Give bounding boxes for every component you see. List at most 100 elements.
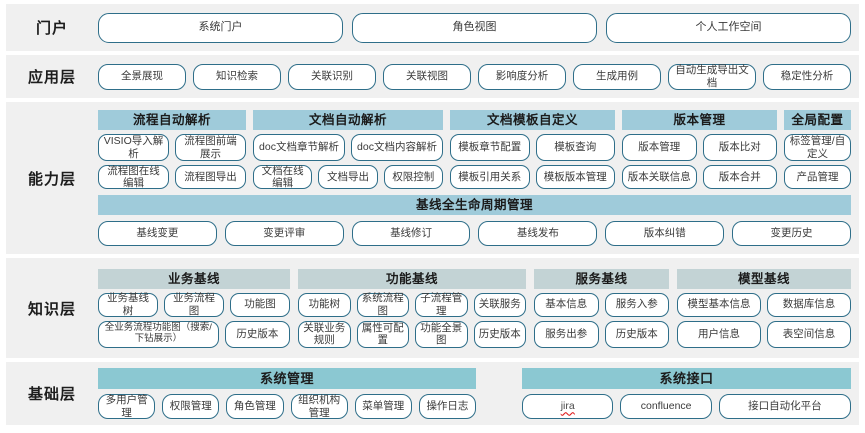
portal-item-workspace[interactable]: 个人工作空间 bbox=[606, 12, 851, 43]
base-permission-mgmt[interactable]: 权限管理 bbox=[162, 394, 220, 419]
cap-template-chapter-config[interactable]: 模板章节配置 bbox=[450, 134, 530, 161]
kn-database-info[interactable]: 数据库信息 bbox=[767, 292, 851, 317]
base-jira[interactable]: jira bbox=[522, 394, 614, 419]
layer-capability: 能力层 流程自动解析 VISIO导入解析 流程图前端展示 流程图在线编辑 流程图… bbox=[6, 102, 859, 254]
cap-visio-import-parse[interactable]: VISIO导入解析 bbox=[98, 134, 169, 161]
kn-sub-process-mgmt[interactable]: 子流程管理 bbox=[415, 292, 468, 317]
app-item-relation-recognition[interactable]: 关联识别 bbox=[288, 63, 376, 90]
base-api-automation-platform[interactable]: 接口自动化平台 bbox=[718, 394, 851, 419]
kn-model-basic-info[interactable]: 模型基本信息 bbox=[677, 292, 761, 317]
layer-knowledge-label: 知识层 bbox=[27, 300, 76, 318]
layer-application-body: 全景展现 知识检索 关联识别 关联视图 影响度分析 生成用例 自动生成导出文档 … bbox=[98, 63, 851, 90]
cap-version-management[interactable]: 版本管理 bbox=[622, 134, 697, 161]
group-row: 基本信息 服务入参 bbox=[534, 292, 669, 317]
portal-item-system[interactable]: 系统门户 bbox=[98, 12, 343, 43]
layer-knowledge-body: 业务基线 业务基线树 业务流程图 功能图 全业务流程功能图（搜索/下钻展示） 历… bbox=[98, 268, 851, 348]
cap-tag-management[interactable]: 标签管理/自定义 bbox=[784, 134, 851, 161]
baseline-change-review[interactable]: 变更评审 bbox=[224, 221, 344, 246]
group-row: 多用户管理 权限管理 角色管理 组织机构管理 菜单管理 操作日志 bbox=[98, 394, 477, 419]
kn-history-version-business[interactable]: 历史版本 bbox=[224, 320, 290, 348]
layer-portal-body: 系统门户 角色视图 个人工作空间 bbox=[98, 12, 851, 43]
kn-history-version-function[interactable]: 历史版本 bbox=[473, 320, 526, 348]
app-item-impact-analysis[interactable]: 影响度分析 bbox=[478, 63, 566, 90]
group-row: 功能树 系统流程图 子流程管理 关联服务 bbox=[298, 292, 526, 317]
kn-full-business-flow-function-chart[interactable]: 全业务流程功能图（搜索/下钻展示） bbox=[98, 320, 219, 348]
group-row: 关联业务规则 属性可配置 功能全景图 历史版本 bbox=[298, 320, 526, 348]
base-multi-user-mgmt[interactable]: 多用户管理 bbox=[98, 394, 156, 419]
app-item-auto-export-doc[interactable]: 自动生成导出文档 bbox=[668, 63, 756, 90]
group-row: jira confluence 接口自动化平台 bbox=[522, 394, 851, 419]
group-row: 用户信息 表空间信息 bbox=[677, 320, 851, 348]
app-item-generate-usecase[interactable]: 生成用例 bbox=[573, 63, 661, 90]
app-item-relation-view[interactable]: 关联视图 bbox=[383, 63, 471, 90]
app-item-knowledge-search[interactable]: 知识检索 bbox=[193, 63, 281, 90]
cap-permission-control[interactable]: 权限控制 bbox=[383, 165, 443, 189]
baseline-lifecycle-items: 基线变更 变更评审 基线修订 基线发布 版本纠错 变更历史 bbox=[98, 221, 851, 246]
kn-business-baseline-tree[interactable]: 业务基线树 bbox=[98, 292, 158, 317]
baseline-change-history[interactable]: 变更历史 bbox=[732, 221, 851, 246]
cap-doc-online-edit[interactable]: 文档在线编辑 bbox=[253, 165, 313, 189]
cap-flow-online-edit[interactable]: 流程图在线编辑 bbox=[98, 165, 169, 189]
cap-template-reference[interactable]: 模板引用关系 bbox=[450, 165, 530, 189]
kn-related-service[interactable]: 关联服务 bbox=[473, 292, 526, 317]
capability-group-global-config: 全局配置 标签管理/自定义 产品管理 bbox=[784, 110, 851, 189]
group-row: doc文档章节解析 doc文档内容解析 bbox=[253, 134, 443, 161]
kn-function-chart[interactable]: 功能图 bbox=[230, 292, 290, 317]
cap-doc-export[interactable]: 文档导出 bbox=[318, 165, 378, 189]
layer-capability-body: 流程自动解析 VISIO导入解析 流程图前端展示 流程图在线编辑 流程图导出 文… bbox=[98, 110, 851, 246]
baseline-version-correction[interactable]: 版本纠错 bbox=[605, 221, 725, 246]
cap-version-compare[interactable]: 版本比对 bbox=[702, 134, 777, 161]
group-row: 全业务流程功能图（搜索/下钻展示） 历史版本 bbox=[98, 320, 290, 348]
knowledge-group-model-baseline: 模型基线 模型基本信息 数据库信息 用户信息 表空间信息 bbox=[677, 268, 851, 348]
cap-doc-chapter-parse[interactable]: doc文档章节解析 bbox=[253, 134, 345, 161]
capability-group-doc-parse: 文档自动解析 doc文档章节解析 doc文档内容解析 文档在线编辑 文档导出 权… bbox=[253, 110, 443, 189]
application-items: 全景展现 知识检索 关联识别 关联视图 影响度分析 生成用例 自动生成导出文档 … bbox=[98, 63, 851, 90]
kn-service-output-params[interactable]: 服务出参 bbox=[534, 320, 599, 348]
group-title-doc-template: 文档模板自定义 bbox=[450, 110, 615, 130]
capability-group-version-mgmt: 版本管理 版本管理 版本比对 版本关联信息 版本合并 bbox=[622, 110, 777, 189]
cap-template-query[interactable]: 模板查询 bbox=[535, 134, 615, 161]
cap-version-relation-info[interactable]: 版本关联信息 bbox=[622, 165, 697, 189]
cap-flow-export[interactable]: 流程图导出 bbox=[175, 165, 246, 189]
baseline-change[interactable]: 基线变更 bbox=[98, 221, 217, 246]
app-item-stability-analysis[interactable]: 稳定性分析 bbox=[763, 63, 851, 90]
cap-flow-frontend-display[interactable]: 流程图前端展示 bbox=[175, 134, 246, 161]
group-row: 业务基线树 业务流程图 功能图 bbox=[98, 292, 290, 317]
portal-item-role-view[interactable]: 角色视图 bbox=[352, 12, 597, 43]
cap-version-merge[interactable]: 版本合并 bbox=[702, 165, 777, 189]
kn-tablespace-info[interactable]: 表空间信息 bbox=[767, 320, 851, 348]
layer-application-label: 应用层 bbox=[27, 69, 76, 86]
baseline-revision[interactable]: 基线修订 bbox=[351, 221, 471, 246]
app-item-panorama[interactable]: 全景展现 bbox=[98, 63, 186, 90]
group-row: 产品管理 bbox=[784, 165, 851, 189]
group-title-business-baseline: 业务基线 bbox=[98, 268, 290, 289]
foundation-groups: 系统管理 多用户管理 权限管理 角色管理 组织机构管理 菜单管理 操作日志 系统… bbox=[98, 368, 851, 419]
group-row: 版本管理 版本比对 bbox=[622, 134, 777, 161]
kn-system-flow-chart[interactable]: 系统流程图 bbox=[356, 292, 409, 317]
group-title-service-baseline: 服务基线 bbox=[534, 268, 669, 289]
kn-business-flow-chart[interactable]: 业务流程图 bbox=[164, 292, 224, 317]
kn-configurable-attributes[interactable]: 属性可配置 bbox=[356, 320, 409, 348]
kn-history-version-service[interactable]: 历史版本 bbox=[604, 320, 669, 348]
kn-service-basic-info[interactable]: 基本信息 bbox=[534, 292, 599, 317]
base-confluence[interactable]: confluence bbox=[620, 394, 712, 419]
base-org-structure-mgmt[interactable]: 组织机构管理 bbox=[290, 394, 348, 419]
cap-template-version-mgmt[interactable]: 模板版本管理 bbox=[535, 165, 615, 189]
layer-portal-label: 门户 bbox=[35, 20, 68, 37]
kn-user-info[interactable]: 用户信息 bbox=[677, 320, 761, 348]
group-title-doc-parse: 文档自动解析 bbox=[253, 110, 443, 130]
kn-related-business-rules[interactable]: 关联业务规则 bbox=[298, 320, 351, 348]
baseline-release[interactable]: 基线发布 bbox=[478, 221, 598, 246]
kn-function-panorama[interactable]: 功能全景图 bbox=[415, 320, 468, 348]
base-menu-mgmt[interactable]: 菜单管理 bbox=[354, 394, 412, 419]
cap-doc-content-parse[interactable]: doc文档内容解析 bbox=[351, 134, 443, 161]
jira-label: jira bbox=[560, 400, 575, 413]
kn-function-tree[interactable]: 功能树 bbox=[298, 292, 351, 317]
group-title-process-parse: 流程自动解析 bbox=[98, 110, 246, 130]
base-role-mgmt[interactable]: 角色管理 bbox=[226, 394, 284, 419]
cap-product-management[interactable]: 产品管理 bbox=[784, 165, 851, 189]
layer-knowledge: 知识层 业务基线 业务基线树 业务流程图 功能图 全业务流程功能图（搜索/下钻展… bbox=[6, 258, 859, 358]
kn-service-input-params[interactable]: 服务入参 bbox=[604, 292, 669, 317]
base-operation-log[interactable]: 操作日志 bbox=[418, 394, 477, 419]
capability-groups: 流程自动解析 VISIO导入解析 流程图前端展示 流程图在线编辑 流程图导出 文… bbox=[98, 110, 851, 189]
